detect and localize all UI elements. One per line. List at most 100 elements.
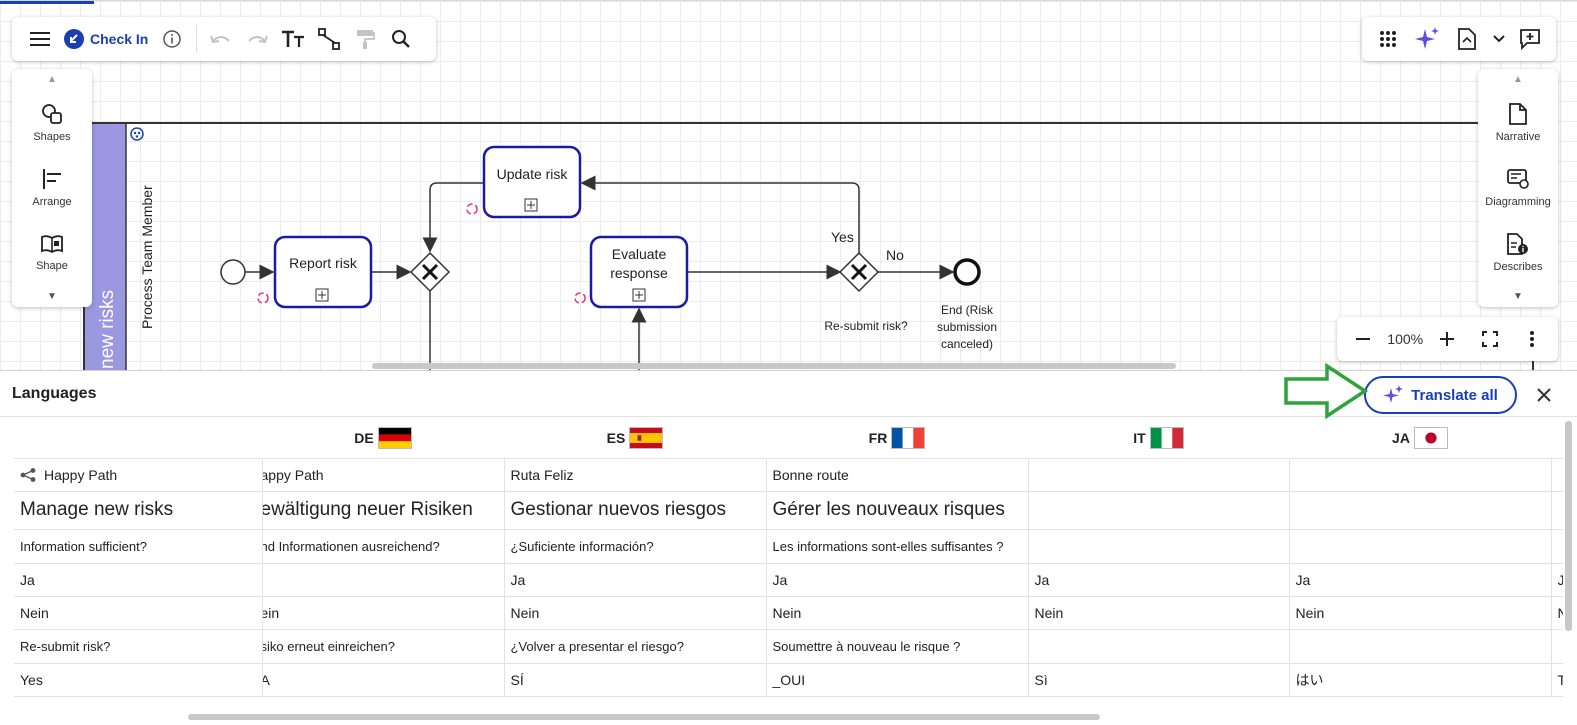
close-panel-button[interactable] <box>1532 383 1556 407</box>
gateway-label-resubmit: Re-submit risk? <box>824 319 908 333</box>
search-button[interactable] <box>383 21 419 57</box>
diagramming-button[interactable]: Diagramming <box>1478 156 1558 221</box>
table-cell[interactable] <box>1550 629 1563 664</box>
scroll-down-button[interactable]: ▼ <box>1513 290 1523 302</box>
table-cell[interactable]: ¿Suficiente información? <box>503 529 766 564</box>
table-cell[interactable]: Ja <box>14 563 262 597</box>
table-cell[interactable]: Ruta Feliz <box>503 458 766 492</box>
gateway-resubmit-risk[interactable] <box>838 251 880 293</box>
canvas-horizontal-scrollbar[interactable] <box>372 363 1176 369</box>
table-cell[interactable]: Happy Path <box>14 458 262 492</box>
ai-assistant-button[interactable] <box>1410 21 1446 57</box>
column-header-fr[interactable]: FR <box>766 418 1028 459</box>
gateway-information-sufficient[interactable] <box>409 251 451 293</box>
table-cell[interactable] <box>1288 529 1551 564</box>
table-cell[interactable]: Yes <box>14 663 262 697</box>
translations-grid[interactable]: DE ES FR IT <box>14 418 1563 714</box>
table-cell[interactable]: Ja <box>765 563 1028 597</box>
table-cell[interactable]: siko erneut einreichen? <box>261 629 504 664</box>
column-header-de[interactable]: DE <box>262 418 504 459</box>
table-cell[interactable]: Nein <box>14 596 262 630</box>
table-cell[interactable]: Nein <box>765 596 1028 630</box>
more-options-button[interactable] <box>1514 321 1550 357</box>
scroll-down-button[interactable]: ▼ <box>47 290 57 302</box>
table-cell[interactable]: Les informations sont-elles suffisantes … <box>765 529 1028 564</box>
export-dropdown-button[interactable] <box>1489 21 1509 57</box>
table-cell[interactable] <box>1288 629 1551 664</box>
describes-button[interactable]: Describes <box>1478 220 1558 285</box>
zoom-out-button[interactable] <box>1345 321 1381 357</box>
table-cell[interactable]: Sì <box>1027 663 1289 697</box>
table-cell[interactable]: Ja <box>1027 563 1289 597</box>
task-report-risk[interactable]: Report risk <box>273 235 373 309</box>
table-cell[interactable]: Ja <box>503 563 766 597</box>
table-cell[interactable]: SÍ <box>503 663 766 697</box>
table-cell[interactable]: ein <box>261 596 504 630</box>
connector-button[interactable] <box>311 21 347 57</box>
table-cell[interactable]: ewältigung neuer Risiken <box>261 491 504 530</box>
menu-button[interactable] <box>22 21 58 57</box>
table-cell[interactable] <box>1027 529 1289 564</box>
scroll-up-button[interactable]: ▲ <box>47 74 57 86</box>
diagram-canvas[interactable]: new risks Process Team Member Report ris… <box>0 0 1577 370</box>
translate-all-button[interactable]: Translate all <box>1364 376 1517 414</box>
text-format-button[interactable] <box>275 21 311 57</box>
start-event[interactable] <box>220 259 246 285</box>
table-cell[interactable]: Information sufficient? <box>14 529 262 564</box>
table-cell[interactable]: _OUI <box>765 663 1028 697</box>
zoom-in-button[interactable] <box>1429 321 1465 357</box>
table-cell[interactable]: Nein <box>1288 596 1551 630</box>
table-cell[interactable] <box>1027 458 1289 492</box>
column-header-es[interactable]: ES <box>504 418 766 459</box>
table-cell[interactable]: Bonne route <box>765 458 1028 492</box>
check-in-button[interactable]: Check In <box>58 21 154 57</box>
table-cell[interactable]: Soumettre à nouveau le risque ? <box>765 629 1028 664</box>
scroll-up-button[interactable]: ▲ <box>1513 74 1523 86</box>
table-cell[interactable] <box>1550 458 1563 492</box>
grid-vertical-scrollbar[interactable] <box>1565 421 1572 631</box>
table-cell[interactable]: Manage new risks <box>14 491 262 530</box>
table-cell[interactable] <box>1550 491 1563 530</box>
column-header-it[interactable]: IT <box>1028 418 1289 459</box>
table-cell[interactable]: T <box>1550 663 1563 697</box>
info-button[interactable] <box>154 21 190 57</box>
undo-button[interactable] <box>203 21 239 57</box>
table-cell[interactable]: Gestionar nuevos riesgos <box>503 491 766 530</box>
task-evaluate-response[interactable]: Evaluate response <box>589 235 689 309</box>
narrative-button[interactable]: Narrative <box>1478 91 1558 156</box>
task-update-risk[interactable]: Update risk <box>482 145 582 219</box>
table-cell[interactable]: appy Path <box>261 458 504 492</box>
column-header-ja[interactable]: JA <box>1289 418 1551 459</box>
table-cell[interactable]: Ja <box>1550 563 1563 597</box>
arrange-button[interactable]: Arrange <box>12 156 92 221</box>
table-cell[interactable] <box>1027 629 1289 664</box>
table-cell[interactable] <box>1288 458 1551 492</box>
fit-screen-button[interactable] <box>1472 321 1508 357</box>
shapes-button[interactable]: Shapes <box>12 91 92 156</box>
table-cell[interactable] <box>1288 491 1551 530</box>
table-cell[interactable]: Nein <box>1027 596 1289 630</box>
lane-settings-icon[interactable] <box>130 127 144 141</box>
table-cell[interactable]: N <box>1550 596 1563 630</box>
table-cell[interactable]: Nein <box>503 596 766 630</box>
table-cell[interactable]: はい <box>1288 663 1551 697</box>
format-painter-button[interactable] <box>347 21 383 57</box>
grid-horizontal-scrollbar[interactable] <box>188 714 1100 720</box>
table-cell[interactable]: Ja <box>1288 563 1551 597</box>
end-event[interactable] <box>953 258 981 286</box>
table-cell[interactable]: nd Informationen ausreichend? <box>261 529 504 564</box>
table-cell[interactable]: Re-submit risk? <box>14 629 262 664</box>
redo-button[interactable] <box>239 21 275 57</box>
export-button[interactable] <box>1449 21 1485 57</box>
add-comment-button[interactable] <box>1512 21 1548 57</box>
table-cell[interactable] <box>261 563 504 597</box>
table-cell[interactable]: ¿Volver a presentar el riesgo? <box>503 629 766 664</box>
table-cell[interactable] <box>1550 529 1563 564</box>
zoom-level[interactable]: 100% <box>1387 331 1424 347</box>
table-cell[interactable] <box>1027 491 1289 530</box>
apps-button[interactable] <box>1370 21 1406 57</box>
shape-library-button[interactable]: Shape <box>12 220 92 285</box>
bpmn-diagram[interactable]: new risks Process Team Member Report ris… <box>0 1 1577 370</box>
table-cell[interactable]: A <box>261 663 504 697</box>
table-cell[interactable]: Gérer les nouveaux risques <box>765 491 1028 530</box>
